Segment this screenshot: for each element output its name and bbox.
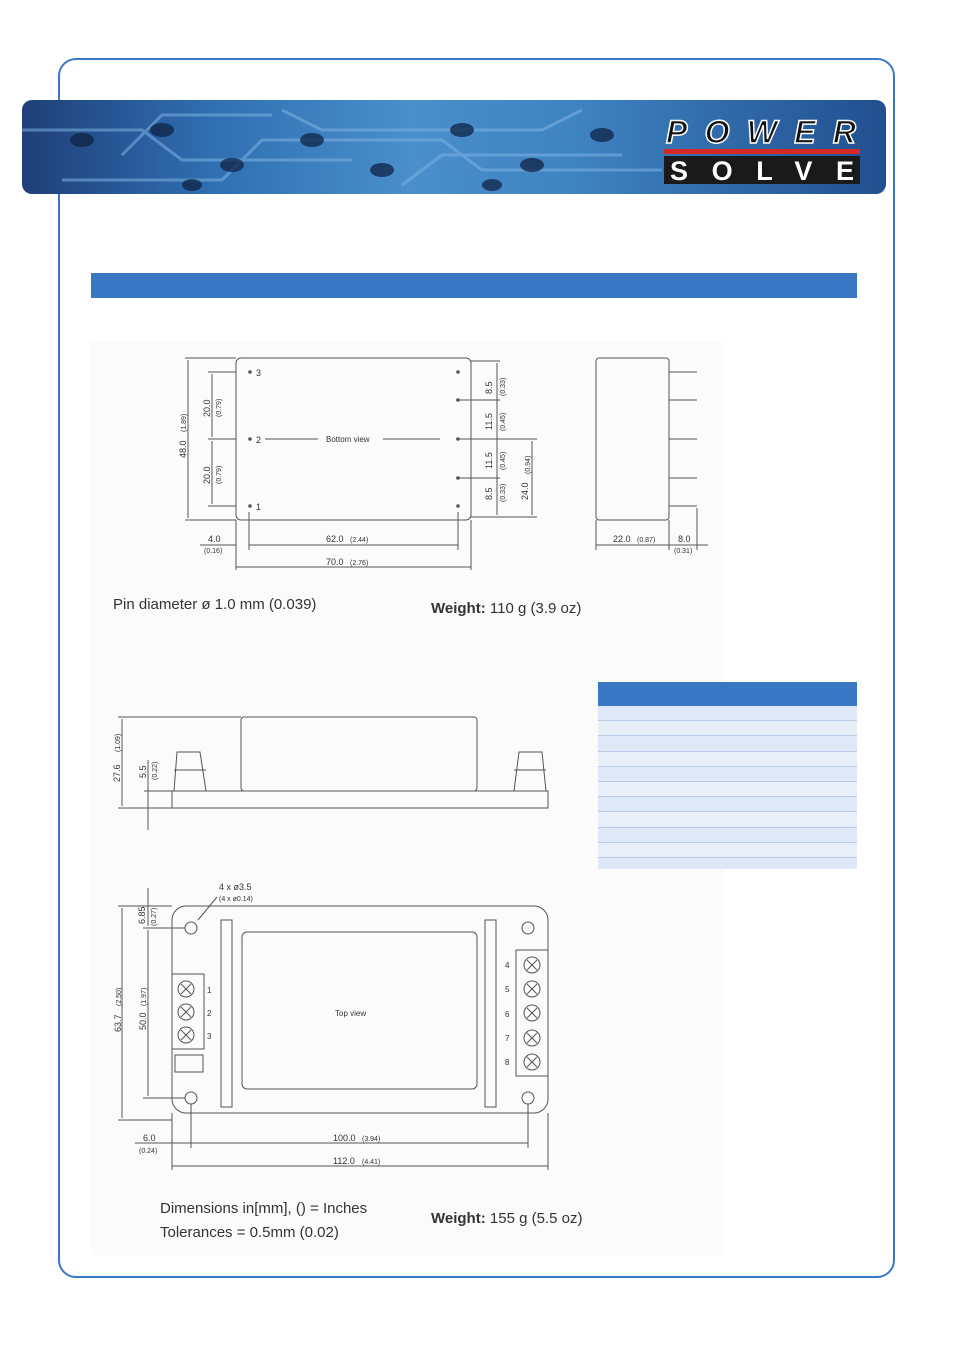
pin-label: 6 [505,1010,510,1019]
dim-label: 62.0 [326,534,344,544]
dim-label: (3.94) [362,1136,380,1143]
hole-label: 4 x ø3.5 [219,882,252,892]
pin-label: 7 [505,1034,510,1043]
dimensions-note: Dimensions in[mm], () = Inches Tolerance… [160,1197,367,1245]
pin-label: 1 [256,502,261,512]
dim-label: (0.45) [500,413,507,431]
dim-label: 11.5 [484,413,494,430]
weight-value: 155 g (5.5 oz) [485,1210,583,1227]
dim-label: (0.27) [151,908,158,926]
table-row [598,842,857,858]
dim-label: (0.45) [500,452,507,470]
dim-label: (0.22) [152,762,159,780]
table-row [598,828,857,843]
dim-label: (0.33) [500,484,507,502]
pin-label: 2 [207,1009,212,1018]
weight-label: Weight: [431,1210,486,1227]
pin-label: 1 [207,986,212,995]
pin-label: 3 [256,368,261,378]
dim-label: (0.33) [500,378,507,396]
dim-label: (1.89) [181,414,188,432]
dim-label: (0.94) [525,456,532,474]
weight-note-1: Weight: 110 g (3.9 oz) [431,600,581,617]
dim-label: (2.50) [116,988,123,1006]
pin-connections-table [598,682,857,869]
dim-label: 48.0 [178,440,188,458]
dim-label: (1.97) [141,988,148,1006]
table-row [598,721,857,737]
dim-label: 11.5 [484,452,494,469]
tolerance-line: Tolerances = 0.5mm (0.02) [160,1224,339,1241]
pin-label: 4 [505,961,510,970]
dim-label: 100.0 [333,1133,356,1143]
dim-label: 50.0 [138,1012,148,1030]
dim-label: 20.0 [202,399,212,417]
dim-label: (0.16) [204,548,222,555]
dim-label: (0.87) [637,537,655,544]
dim-label: (2.44) [350,537,368,544]
dim-label: 6.0 [143,1133,156,1143]
dim-label: 24.0 [520,482,530,500]
dimensions-line: Dimensions in[mm], () = Inches [160,1200,368,1217]
dim-label: 22.0 [613,534,631,544]
dim-label: 20.0 [202,466,212,484]
dim-label: 8.0 [678,534,691,544]
table-row [598,767,857,782]
pin-label: 3 [207,1032,212,1041]
dim-label: (0.79) [216,466,223,484]
dim-label: (2.76) [350,560,368,567]
dim-label: (4.41) [362,1159,380,1166]
pin-label: 2 [256,435,261,445]
top-view-label: Top view [335,1009,366,1018]
dim-label: (0.24) [139,1148,157,1155]
bottom-view-label: Bottom view [326,435,370,444]
table-row [598,736,857,752]
dim-label: 112.0 [333,1156,355,1166]
table-row [598,706,857,722]
pin-label: 8 [505,1058,510,1067]
section-header-bar [91,273,857,298]
dim-label: 63.7 [113,1014,123,1032]
power-solve-logo: POWER SOLVE [664,113,860,184]
dim-label: 6.85 [137,906,147,924]
dim-label: 27.6 [112,764,122,782]
dim-label: 8.5 [484,381,494,394]
table-row [598,751,857,767]
table-row [598,797,857,813]
table-header [598,682,857,706]
page-frame [58,58,895,1278]
circuit-board-image [22,108,662,191]
dim-label: 4.0 [208,534,221,544]
weight-note-2: Weight: 155 g (5.5 oz) [431,1210,582,1227]
dim-label: 70.0 [326,557,344,567]
dim-label: 5.5 [138,765,148,778]
table-row [598,781,857,798]
table-row [598,812,857,828]
weight-value: 110 g (3.9 oz) [485,600,582,617]
pin-diameter-note: Pin diameter ø 1.0 mm (0.039) [113,596,317,613]
dim-label: (0.31) [674,548,692,555]
dim-label: (1.09) [115,734,122,752]
dim-label: 8.5 [484,487,494,500]
pin-label: 5 [505,985,510,994]
weight-label: Weight: [431,600,486,617]
dim-label: (0.79) [216,399,223,417]
hole-label: (4 x ø0.14) [219,896,253,903]
